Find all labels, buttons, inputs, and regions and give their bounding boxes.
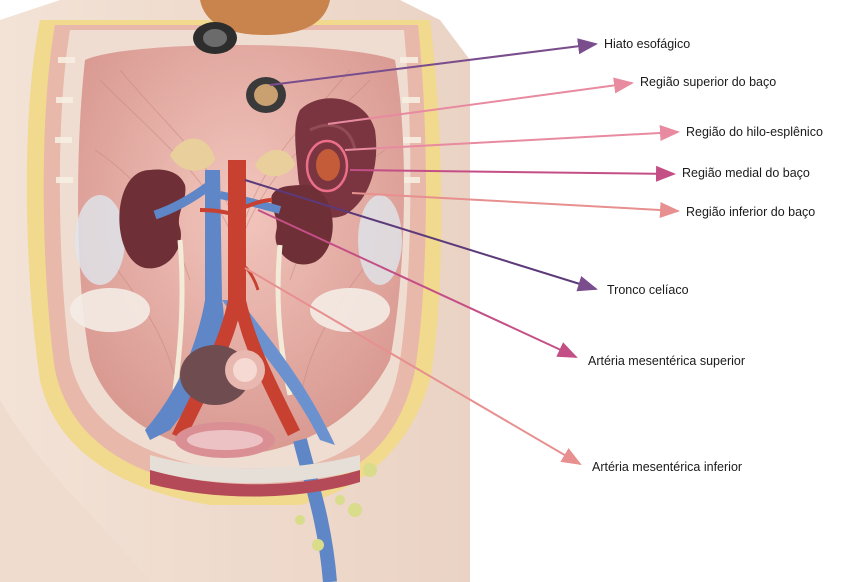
label-arteria-mesenterica-inferior: Artéria mesentérica inferior [592, 460, 742, 474]
label-hiato-esofagico: Hiato esofágico [604, 37, 690, 51]
label-regiao-superior-baco: Região superior do baço [640, 75, 776, 89]
label-regiao-inferior-baco: Região inferior do baço [686, 205, 815, 219]
label-tronco-celiaco: Tronco celíaco [607, 283, 689, 297]
label-regiao-medial-baco: Região medial do baço [682, 166, 810, 180]
esophageal-hiatus [246, 77, 286, 113]
label-regiao-hilo-esplenico: Região do hilo-esplênico [686, 125, 823, 139]
label-arteria-mesenterica-superior: Artéria mesentérica superior [588, 354, 745, 368]
